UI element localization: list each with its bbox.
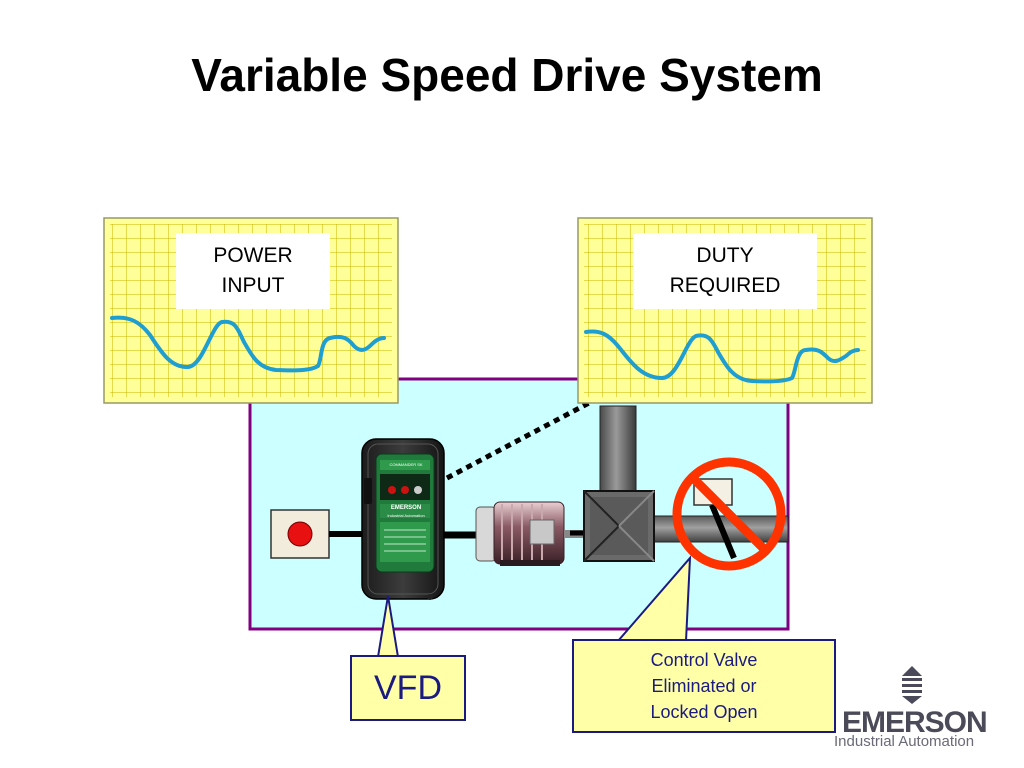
- valve-callout: Control Valve Eliminated or Locked Open: [572, 639, 836, 733]
- power-input-label-line2: INPUT: [221, 274, 285, 297]
- slide-title: Variable Speed Drive System: [191, 49, 823, 101]
- drive-model-text: COMMANDER SK: [389, 462, 423, 467]
- prohibition-icon: [672, 457, 786, 571]
- valve-callout-line3: Locked Open: [650, 702, 758, 722]
- duty-required-label-line1: DUTY: [696, 244, 754, 267]
- emerson-logo-text: EMERSON: [842, 706, 988, 739]
- duty-required-trace: [584, 329, 860, 384]
- power-input-trace: [110, 315, 386, 373]
- drive-brand-text: EMERSON: [390, 505, 422, 511]
- valve-callout-line2: Eliminated or: [651, 676, 757, 696]
- drive-sub-text: Industrial Automation: [387, 513, 425, 518]
- valve-callout-line1: Control Valve: [650, 650, 758, 670]
- stop-button-icon: [270, 509, 330, 559]
- vfd-callout: VFD: [350, 655, 466, 721]
- discharge-pipe-vertical: [599, 405, 637, 497]
- duty-required-label: DUTY REQUIRED: [633, 233, 817, 309]
- vfd-drive-icon: [361, 438, 445, 600]
- duty-required-label-line2: REQUIRED: [669, 274, 781, 297]
- emerson-logo-subtitle: Industrial Automation: [834, 733, 975, 750]
- power-input-label: POWER INPUT: [176, 233, 330, 309]
- power-input-label-line1: POWER: [213, 244, 293, 267]
- emerson-logo-icon: [902, 666, 922, 704]
- pump-icon: [583, 490, 655, 562]
